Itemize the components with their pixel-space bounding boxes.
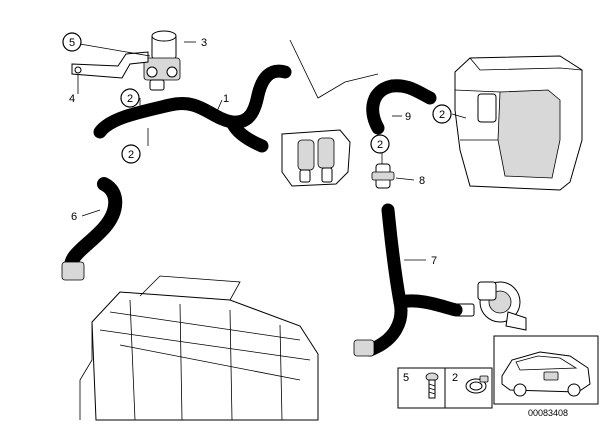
hose-1 xyxy=(93,64,292,153)
screw-icon xyxy=(425,372,439,399)
callout-1: 1 xyxy=(223,93,229,105)
callout-3: 3 xyxy=(201,37,207,49)
callout-4: 4 xyxy=(69,93,75,105)
callout-labels: 5 3 4 2 1 2 6 9 2 2 8 7 xyxy=(69,37,445,267)
leader-lines xyxy=(77,39,467,261)
hose-clamp-icon xyxy=(465,375,489,394)
callout-2-d: 2 xyxy=(377,139,383,151)
callout-9: 9 xyxy=(405,111,411,123)
callout-6: 6 xyxy=(71,211,77,223)
water-valve xyxy=(281,129,351,187)
connector-8 xyxy=(371,163,395,189)
solenoid-valve xyxy=(143,30,181,91)
parts-legend: 5 2 xyxy=(397,367,493,409)
callout-2-c: 2 xyxy=(439,109,445,121)
car-icon xyxy=(501,351,591,397)
auxiliary-heater xyxy=(454,55,583,191)
callout-2-a: 2 xyxy=(127,93,133,105)
legend-label-5: 5 xyxy=(403,372,409,384)
hose-7 xyxy=(353,203,463,357)
diagram-reference-number: 00083408 xyxy=(528,408,568,418)
legend-label-2: 2 xyxy=(452,372,458,384)
callout-8: 8 xyxy=(419,175,425,187)
callout-5: 5 xyxy=(69,37,75,49)
callout-7: 7 xyxy=(431,255,437,267)
callout-2-b: 2 xyxy=(128,149,134,161)
water-pump xyxy=(455,281,527,331)
hose-6 xyxy=(61,177,123,281)
engine-block xyxy=(79,275,319,421)
callout-circles xyxy=(62,32,452,164)
vehicle-thumbnail xyxy=(493,335,599,405)
hose-9 xyxy=(366,79,437,135)
mounting-bracket xyxy=(71,51,149,79)
